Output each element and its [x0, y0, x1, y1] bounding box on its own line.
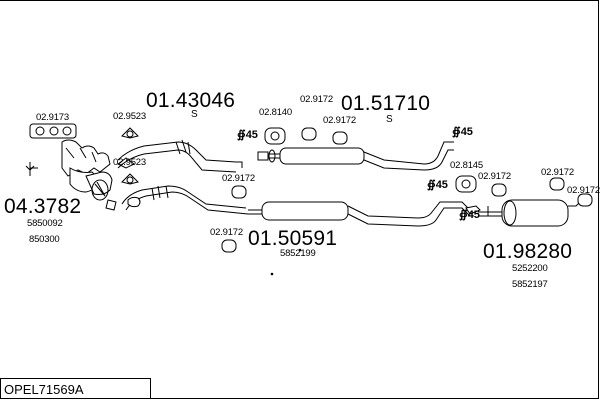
- oem-manifold-1: 5850092: [27, 218, 63, 229]
- front-pipe-suffix: S: [191, 109, 198, 120]
- gasket-drawings: [117, 127, 139, 185]
- rubber-mounts: [221, 127, 593, 253]
- ref-mount-top-left: 02.9172: [300, 94, 333, 105]
- ref-gasket-top: 02.9523: [113, 111, 146, 122]
- ref-mount-rear-3: 02.9172: [567, 185, 600, 196]
- oem-manifold-2: 850300: [29, 234, 60, 245]
- angle-mark-1: ∯45: [237, 129, 258, 141]
- part-number-front-pipe: 01.43046: [146, 89, 236, 112]
- ref-mount-rear-1: 02.9172: [478, 171, 511, 182]
- ref-mount-mid: 02.9172: [222, 173, 255, 184]
- manifold-drawing: [25, 139, 117, 211]
- diagram-code: OPEL71569A: [4, 382, 84, 397]
- angle-mark-3: ∯45: [427, 179, 448, 191]
- ref-mount-right: 02.8145: [450, 160, 483, 171]
- middle-pipe-suffix: S: [386, 114, 393, 125]
- diagram-code-box: OPEL71569A: [0, 378, 151, 399]
- front-pipe-drawing: [117, 139, 243, 173]
- ref-mount-top-right: 02.9172: [323, 115, 356, 126]
- ref-mount-lower-left: 02.9172: [210, 227, 243, 238]
- part-number-manifold: 04.3782: [4, 195, 82, 218]
- middle-silencer-drawing: [248, 201, 471, 227]
- oem-middle-silencer: 5852199: [280, 248, 316, 259]
- ref-gasket-mid: 02.9523: [113, 157, 146, 168]
- angle-mark-4: ∯45: [459, 209, 480, 221]
- angle-mark-2: ∯45: [452, 126, 473, 138]
- part-number-rear-silencer: 01.98280: [483, 240, 573, 263]
- middle-pipe-drawing: [257, 141, 454, 171]
- oem-rear-silencer-2: 5852197: [512, 279, 548, 290]
- ref-clamp-left: 02.9173: [36, 112, 69, 123]
- ref-mount-center: 02.8140: [259, 107, 292, 118]
- part-number-middle-pipe: 01.51710: [341, 92, 431, 115]
- rear-silencer-drawing: [465, 199, 581, 227]
- front-pipe-lower-drawing: [121, 185, 249, 215]
- part-number-middle-silencer: 01.50591: [248, 227, 338, 250]
- clamp-drawing: [29, 123, 77, 139]
- oem-rear-silencer-1: 5252200: [512, 263, 548, 274]
- ref-mount-rear-2: 02.9172: [541, 167, 574, 178]
